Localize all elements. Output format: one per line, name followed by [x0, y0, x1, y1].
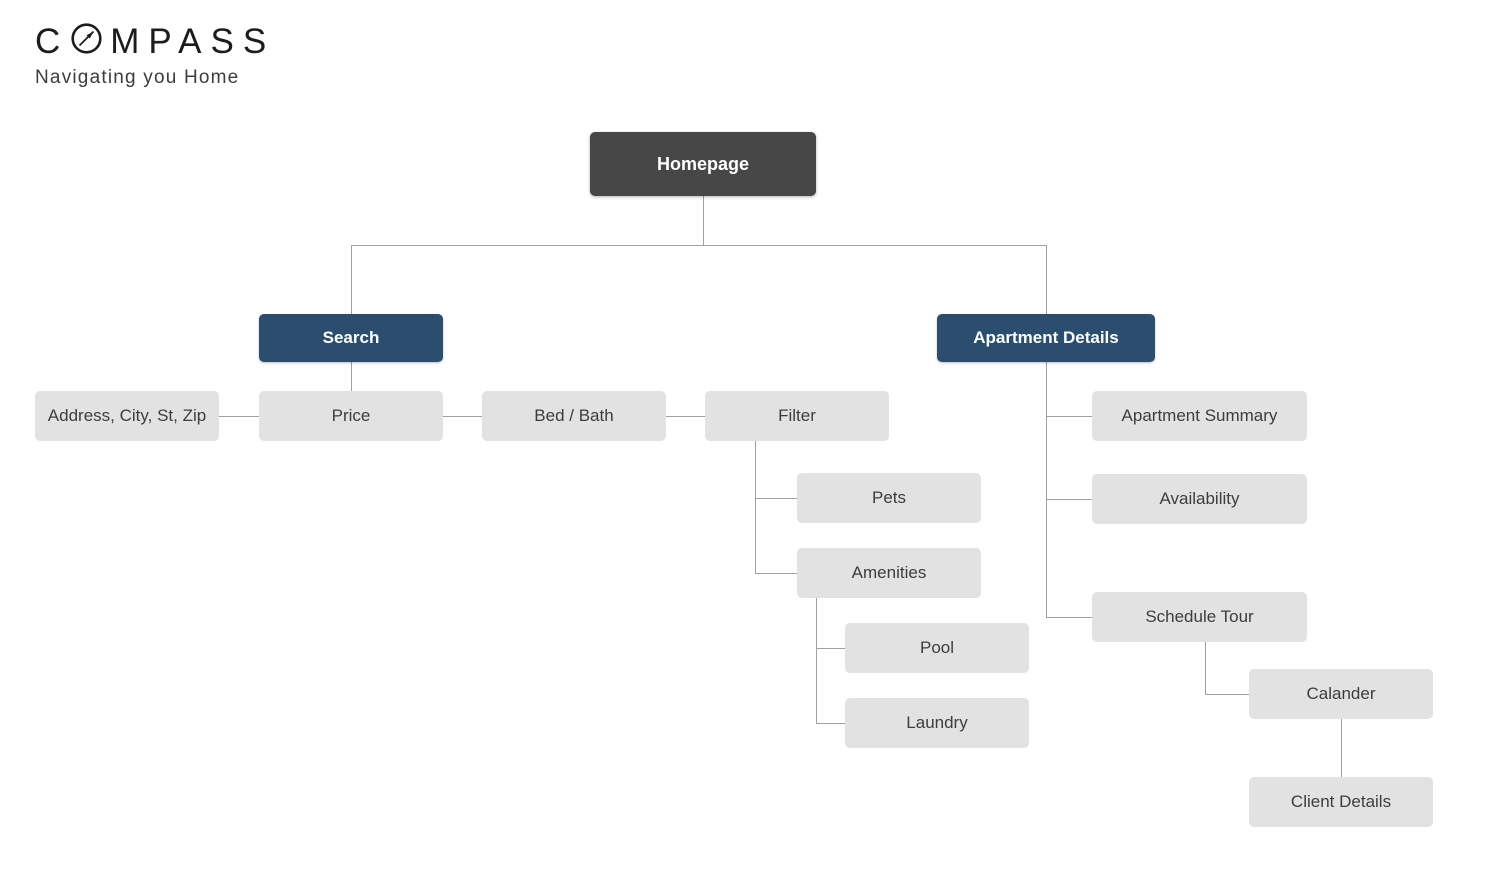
node-schedule-tour: Schedule Tour	[1092, 592, 1307, 642]
node-calander: Calander	[1249, 669, 1433, 719]
node-pool: Pool	[845, 623, 1029, 673]
node-pets: Pets	[797, 473, 981, 523]
connector	[1046, 245, 1047, 314]
connector	[816, 648, 845, 649]
node-address-city-st-zip: Address, City, St, Zip	[35, 391, 219, 441]
node-search: Search	[259, 314, 443, 362]
connector	[755, 498, 797, 499]
brand-tagline: Navigating you Home	[35, 67, 240, 88]
connector	[443, 416, 482, 417]
connector	[755, 441, 756, 573]
connector	[1341, 718, 1342, 777]
node-filter: Filter	[705, 391, 889, 441]
node-laundry: Laundry	[845, 698, 1029, 748]
brand-suffix: MPASS	[110, 22, 276, 61]
connector	[351, 245, 1047, 246]
node-price: Price	[259, 391, 443, 441]
connector	[351, 245, 352, 314]
brand-prefix: C	[35, 22, 70, 61]
connector	[1046, 416, 1092, 417]
logo: C MPASS Navigating you Home	[35, 22, 275, 89]
node-homepage: Homepage	[590, 132, 816, 196]
connector	[1205, 642, 1206, 694]
node-amenities: Amenities	[797, 548, 981, 598]
brand-name: C MPASS	[35, 22, 275, 61]
node-apartment-summary: Apartment Summary	[1092, 391, 1307, 441]
connector	[816, 723, 845, 724]
connector	[351, 362, 352, 391]
node-apartment-details: Apartment Details	[937, 314, 1155, 362]
node-bed-bath: Bed / Bath	[482, 391, 666, 441]
connector	[666, 416, 705, 417]
connector	[1046, 499, 1092, 500]
node-client-details: Client Details	[1249, 777, 1433, 827]
node-availability: Availability	[1092, 474, 1307, 524]
connector	[755, 573, 797, 574]
compass-icon	[70, 22, 103, 61]
connector	[816, 598, 817, 723]
connector	[1046, 617, 1092, 618]
connector	[703, 196, 704, 245]
connector	[219, 416, 259, 417]
connector	[1205, 694, 1249, 695]
connector	[1046, 362, 1047, 617]
